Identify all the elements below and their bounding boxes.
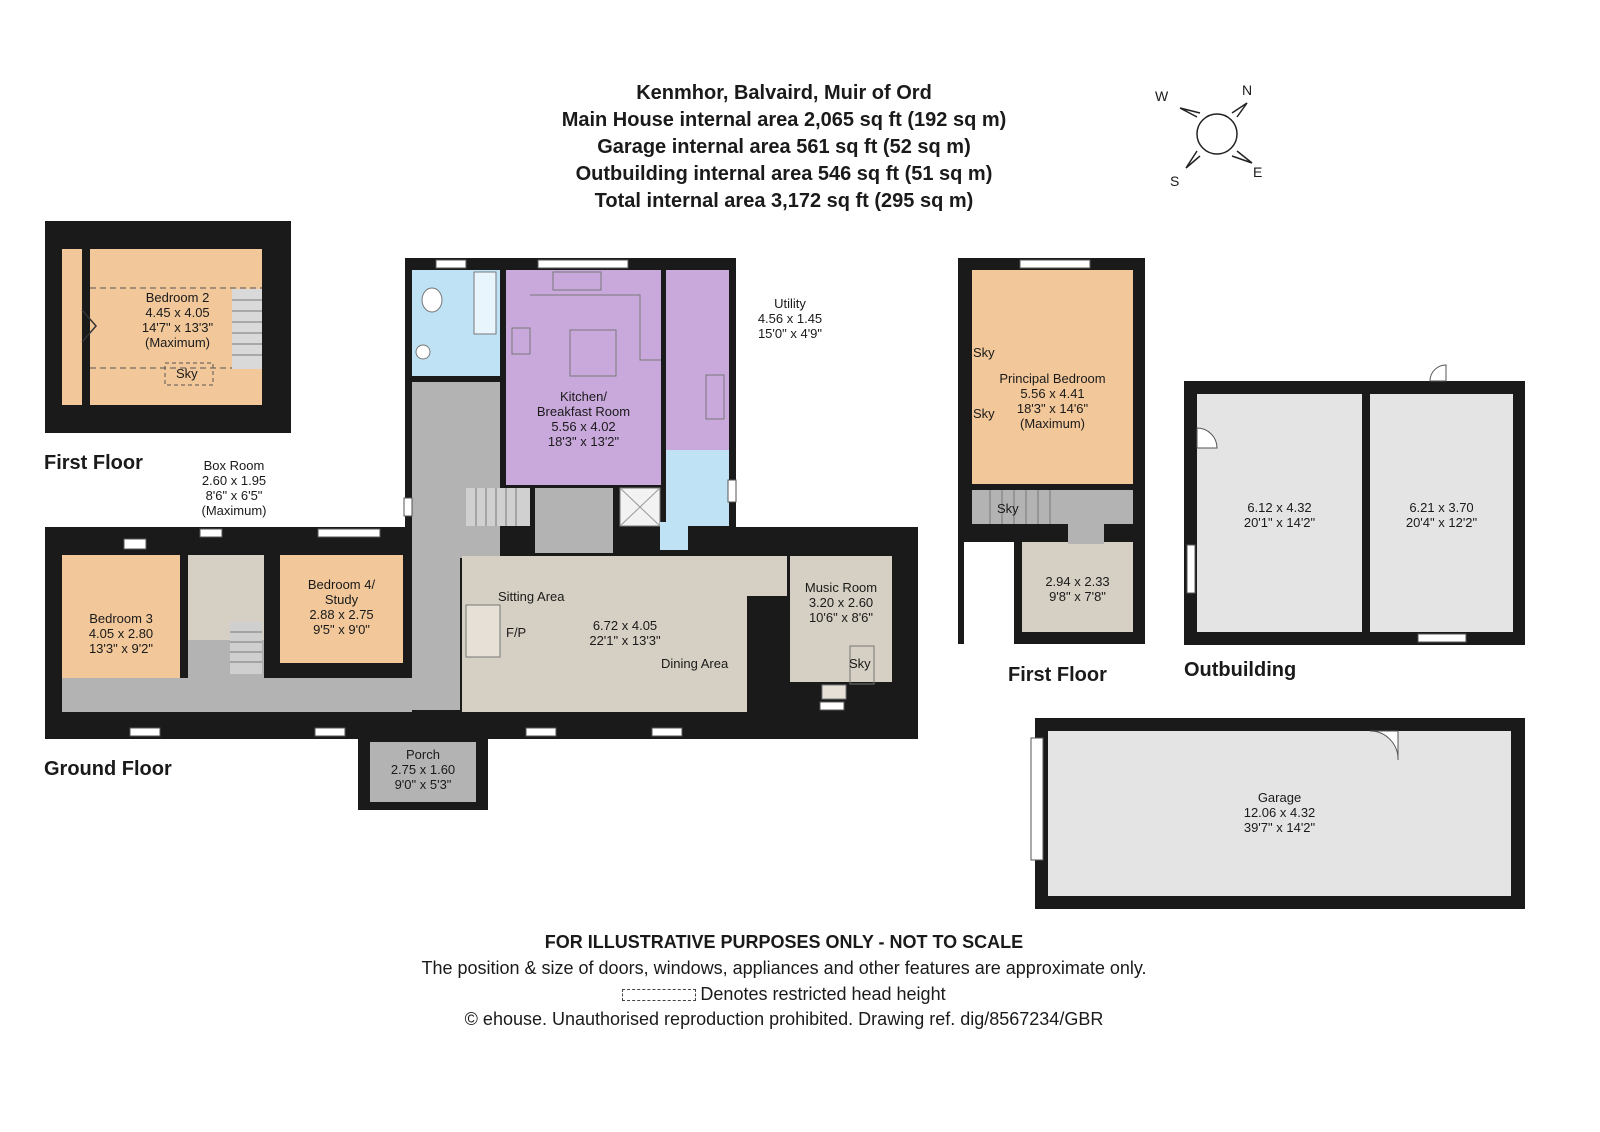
first-floor-left-plan [45, 221, 291, 433]
sky-label-music-room: Sky [849, 656, 871, 671]
main-house-area: Main House internal area 2,065 sq ft (19… [561, 109, 1007, 131]
sky-label-principal-1: Sky [973, 345, 995, 360]
floor-label-outbuilding: Outbuilding [1184, 659, 1297, 681]
room-label-sitting-area: Sitting Area [498, 589, 565, 604]
approximation-note: The position & size of doors, windows, a… [421, 958, 1147, 978]
compass-west: W [1155, 88, 1169, 104]
compass-south: S [1170, 173, 1180, 189]
outbuilding-plan [1184, 364, 1525, 645]
compass-rose [1179, 102, 1253, 169]
room-label-dining-area: Dining Area [661, 656, 729, 671]
floor-label-first-left: First Floor [44, 452, 143, 474]
sky-label-bedroom-2: Sky [176, 366, 198, 381]
outbuilding-area: Outbuilding internal area 546 sq ft (51 … [575, 163, 993, 185]
floor-label-ground: Ground Floor [44, 758, 172, 780]
room-label-fireplace: F/P [506, 625, 527, 640]
compass-east: E [1253, 164, 1263, 180]
copyright-text: © ehouse. Unauthorised reproduction proh… [464, 1009, 1104, 1029]
plan-title: Kenmhor, Balvaird, Muir of Ord [636, 82, 932, 104]
garage-area: Garage internal area 561 sq ft (52 sq m) [597, 136, 971, 158]
restricted-height-legend: Denotes restricted head height [0, 981, 1584, 1007]
floor-label-first-right: First Floor [1008, 664, 1107, 686]
first-floor-right-plan [958, 258, 1145, 644]
total-area: Total internal area 3,172 sq ft (295 sq … [594, 190, 974, 212]
garage-plan [1030, 718, 1525, 909]
disclaimer-text: FOR ILLUSTRATIVE PURPOSES ONLY - NOT TO … [544, 932, 1024, 952]
sky-label-principal-2: Sky [973, 406, 995, 421]
sky-label-landing: Sky [997, 501, 1019, 516]
restricted-height-swatch [622, 989, 697, 1002]
ground-floor-plan [45, 258, 918, 810]
compass-north: N [1242, 82, 1253, 98]
